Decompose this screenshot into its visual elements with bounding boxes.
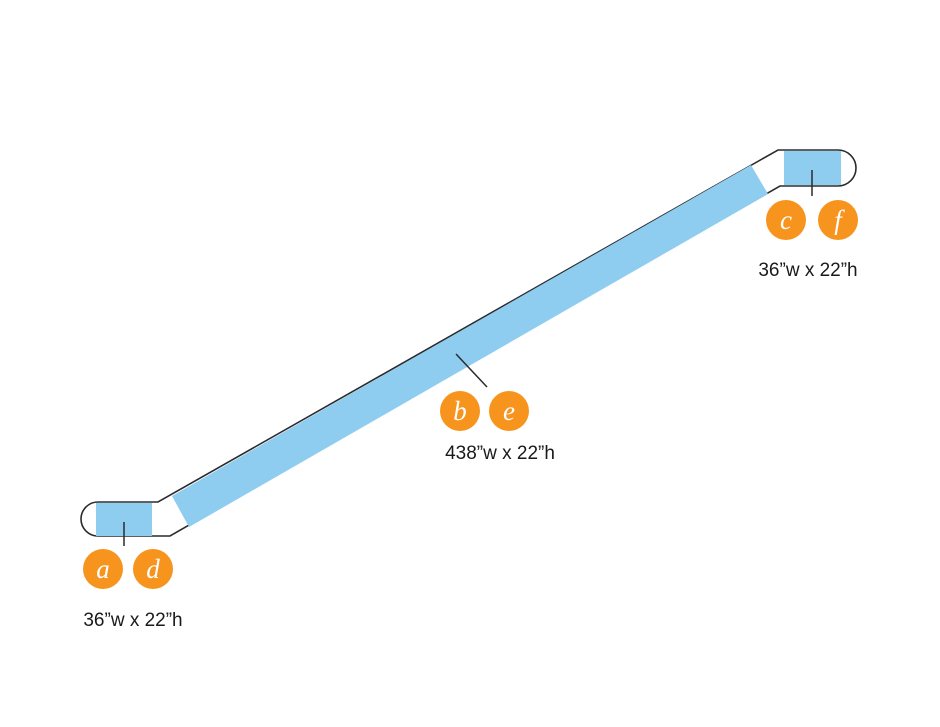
badge-c: c bbox=[766, 200, 806, 240]
badge-b: b bbox=[440, 391, 480, 431]
badge-e: e bbox=[489, 391, 529, 431]
svg-text:e: e bbox=[503, 396, 515, 426]
top-landing-dimension: 36”w x 22”h bbox=[758, 260, 857, 281]
badge-f: f bbox=[818, 200, 858, 240]
badge-d: d bbox=[133, 549, 173, 589]
bottom-landing-dimension: 36”w x 22”h bbox=[83, 610, 182, 631]
svg-text:d: d bbox=[146, 554, 160, 584]
svg-text:a: a bbox=[96, 554, 110, 584]
svg-text:c: c bbox=[780, 205, 792, 235]
svg-text:b: b bbox=[453, 396, 467, 426]
badge-a: a bbox=[83, 549, 123, 589]
incline-leader bbox=[455, 353, 488, 388]
svg-text:f: f bbox=[834, 205, 845, 235]
incline-dimension: 438”w x 22”h bbox=[445, 443, 555, 464]
incline-panel bbox=[172, 165, 768, 527]
